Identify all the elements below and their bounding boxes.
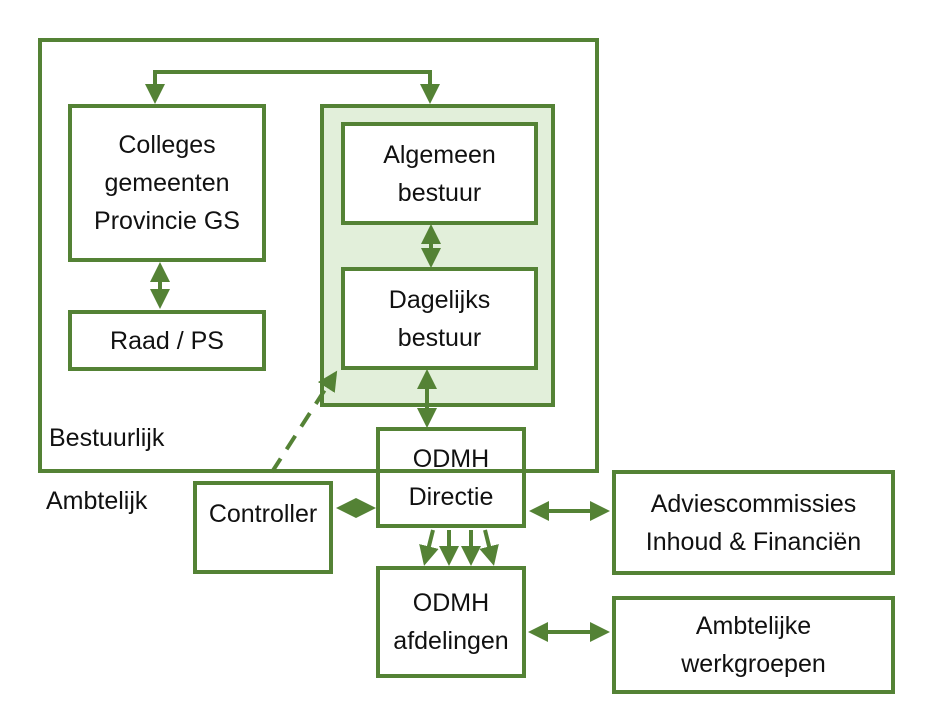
node-colleges: Colleges gemeenten Provincie GS	[68, 104, 266, 262]
node-odmh-directie: ODMH Directie	[376, 427, 526, 528]
region-label-ambtelijk: Ambtelijk	[46, 487, 148, 515]
node-controller-line-1: Controller	[208, 500, 318, 528]
node-werkgroepen-line-1: Ambtelijke	[695, 612, 812, 640]
node-werkgroepen-line-2: werkgroepen	[681, 650, 826, 678]
node-odmh-directie-line-2: Directie	[408, 482, 494, 511]
node-adviescommissies-line-2: Inhoud & Financiën	[645, 527, 862, 556]
node-algemeen-bestuur-line-2: bestuur	[397, 178, 482, 207]
node-raad-line-1: Raad / PS	[110, 326, 224, 355]
node-odmh-afdelingen-line-2: afdelingen	[393, 627, 509, 655]
edge-directie-afdelingen-4	[479, 529, 499, 566]
node-colleges-line-3: Provincie GS	[94, 207, 240, 235]
node-algemeen-bestuur-line-1: Algemeen	[383, 140, 496, 169]
node-adviescommissies: Adviescommissies Inhoud & Financiën	[612, 470, 895, 575]
node-dagelijks-bestuur-line-1: Dagelijks	[388, 285, 491, 314]
node-dagelijks-bestuur-line-2: bestuur	[397, 323, 482, 352]
bestuurlijk-region	[38, 38, 599, 473]
node-colleges-line-1: Colleges	[118, 131, 216, 159]
node-controller: Controller	[193, 481, 333, 574]
node-odmh-directie-line-1: ODMH	[412, 444, 490, 473]
node-odmh-afdelingen: ODMH afdelingen	[376, 566, 526, 678]
node-dagelijks-bestuur: Dagelijks bestuur	[341, 267, 538, 370]
node-odmh-afdelingen-line-1: ODMH	[412, 589, 490, 617]
edge-directie-afdelingen-1	[419, 529, 439, 566]
node-colleges-line-2: gemeenten	[104, 169, 230, 197]
node-algemeen-bestuur: Algemeen bestuur	[341, 122, 538, 225]
node-raad: Raad / PS	[68, 310, 266, 371]
node-adviescommissies-line-1: Adviescommissies	[650, 489, 857, 518]
region-label-bestuurlijk: Bestuurlijk	[49, 424, 165, 452]
edge-controller-db	[270, 370, 338, 474]
edge-ab-colleges	[145, 70, 440, 104]
node-werkgroepen: Ambtelijke werkgroepen	[612, 596, 895, 694]
